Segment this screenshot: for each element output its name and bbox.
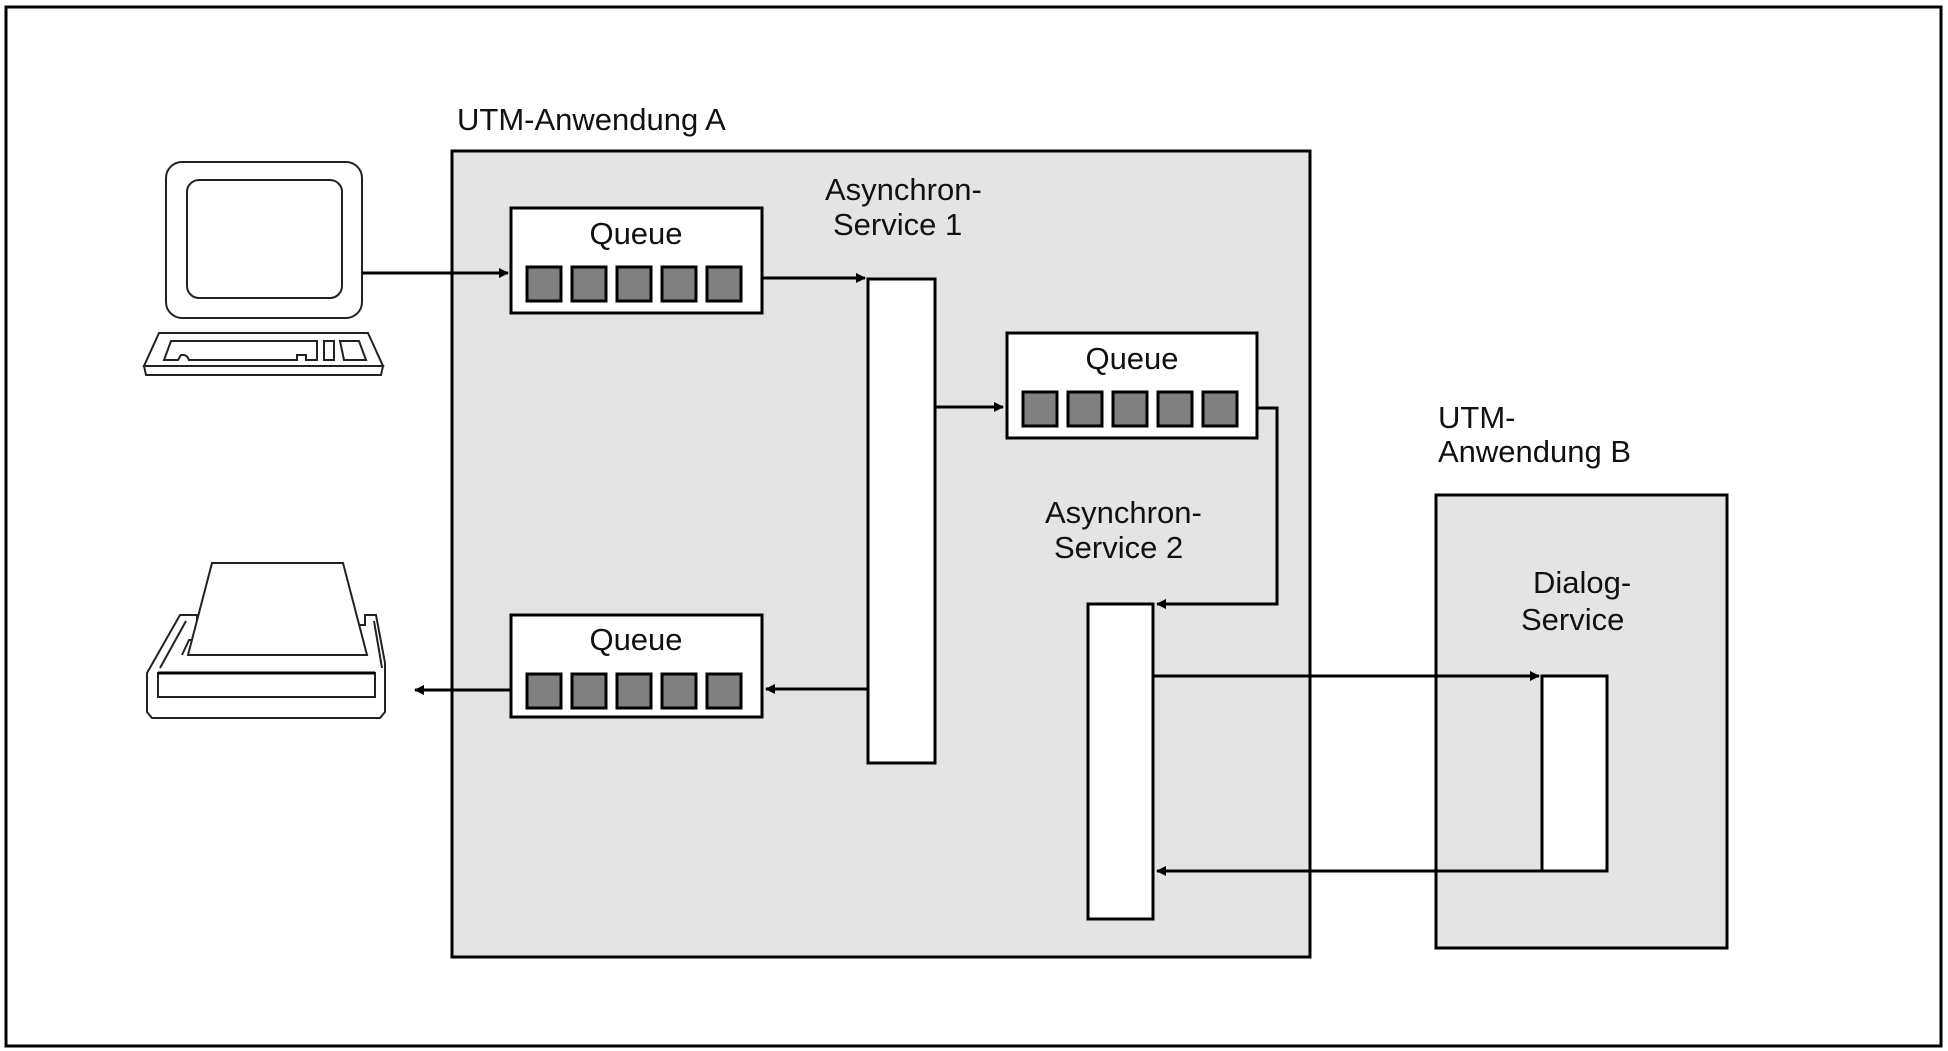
async-service-2-label-line-2: Service 2	[1054, 530, 1183, 565]
dialog-service: Dialog- Service	[1521, 565, 1631, 873]
queue-cell	[570, 672, 608, 710]
queue-cell	[525, 265, 563, 303]
queue-cell	[1111, 390, 1149, 428]
async-service-1-box[interactable]	[866, 277, 937, 765]
queue-to-service-2-label: Queue	[1085, 341, 1178, 376]
dialog-service-box[interactable]	[1540, 674, 1609, 873]
dialog-service-label-line-2: Service	[1521, 602, 1624, 637]
queue-cell	[705, 672, 743, 710]
queue-cell	[1021, 390, 1059, 428]
terminal-icon[interactable]	[142, 161, 385, 376]
dialog-service-label-line-1: Dialog-	[1533, 565, 1631, 600]
async-service-2-label-line-1: Asynchron-	[1045, 495, 1202, 530]
queue-input: Queue	[509, 206, 764, 315]
queue-cell	[1156, 390, 1194, 428]
async-service-2-box[interactable]	[1086, 602, 1155, 921]
connections	[362, 268, 1607, 876]
queue-input-label: Queue	[589, 216, 682, 251]
application-b-label-line-1: UTM-	[1438, 400, 1515, 435]
application-a-label: UTM-Anwendung A	[457, 102, 726, 137]
application-b-label-line-2: Anwendung B	[1438, 434, 1631, 469]
async-service-1: Asynchron- Service 1	[825, 172, 982, 765]
arrow-queue-2-to-service-2	[1156, 406, 1279, 609]
queue-cell	[615, 672, 653, 710]
async-service-1-label-line-2: Service 1	[833, 207, 962, 242]
queue-to-service-2: Queue	[1005, 331, 1259, 440]
queue-output: Queue	[509, 613, 764, 719]
queue-cell	[1066, 390, 1104, 428]
queue-cell	[660, 265, 698, 303]
printer-icon[interactable]	[146, 562, 386, 719]
async-service-2: Asynchron- Service 2	[1045, 495, 1202, 921]
async-service-1-label-line-1: Asynchron-	[825, 172, 982, 207]
queue-cell	[705, 265, 743, 303]
queue-cell	[1201, 390, 1239, 428]
queue-cell	[615, 265, 653, 303]
queue-cell	[660, 672, 698, 710]
queue-cell	[570, 265, 608, 303]
queue-output-label: Queue	[589, 622, 682, 657]
queue-cell	[525, 672, 563, 710]
